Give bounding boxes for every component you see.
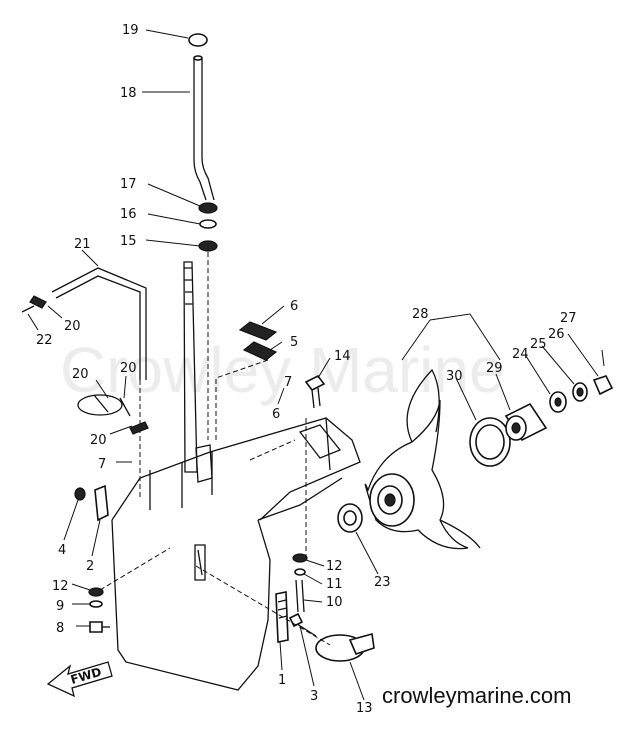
prop-nut-hardware	[549, 349, 614, 413]
callout-label: 29	[486, 361, 503, 376]
fwd-arrow-icon: FWD	[46, 661, 113, 698]
thrust-washer	[337, 503, 363, 533]
trim-tab-assembly	[195, 418, 375, 662]
callout-leaders	[27, 29, 599, 701]
callout-label: 6	[290, 299, 298, 314]
speedometer-tube	[51, 267, 147, 500]
callout-label: 6	[272, 407, 280, 422]
callout-label: 25	[530, 337, 547, 352]
callout-label: 16	[120, 207, 137, 222]
callout-label: 19	[122, 23, 139, 38]
callout-label: 14	[334, 349, 351, 364]
callout-label: 22	[36, 333, 53, 348]
lower-unit-housing	[111, 417, 361, 691]
callout-label: 12	[52, 579, 69, 594]
spacer-ring	[469, 417, 511, 467]
callout-label: 15	[120, 234, 137, 249]
callout-label: 7	[284, 375, 292, 390]
callout-label: 3	[310, 689, 318, 704]
callout-label: 20	[120, 361, 137, 376]
callout-label: 8	[56, 621, 64, 636]
callout-label: 9	[56, 599, 64, 614]
callout-label: 27	[560, 311, 577, 326]
callout-label: 30	[446, 369, 463, 384]
callout-label: 4	[58, 543, 66, 558]
drive-shaft	[183, 261, 213, 483]
callout-label: 2	[86, 559, 94, 574]
callout-label: 18	[120, 86, 137, 101]
thrust-hub	[504, 402, 548, 442]
callout-label: 13	[356, 701, 373, 716]
water-tube	[188, 33, 218, 440]
website-label: crowleymarine.com	[382, 683, 572, 708]
callout-label: 21	[74, 237, 91, 252]
callout-labels: 19 18 17 16 15 21 20 22 6 5 14 7 6 20 20…	[36, 23, 577, 716]
callout-label: 28	[412, 307, 429, 322]
callout-label: 20	[90, 433, 107, 448]
callout-label: 23	[374, 575, 391, 590]
callout-label: 20	[72, 367, 89, 382]
callout-label: 10	[326, 595, 343, 610]
propeller	[364, 368, 481, 550]
callout-label: 11	[326, 577, 343, 592]
anode-pieces	[215, 321, 278, 440]
callout-label: 26	[548, 327, 565, 342]
callout-label: 5	[290, 335, 298, 350]
small-hardware	[21, 295, 171, 633]
callout-label: 20	[64, 319, 81, 334]
callout-label: 7	[98, 457, 106, 472]
trim-tab-bolt	[304, 374, 326, 409]
callout-label: 1	[278, 673, 286, 688]
callout-label: 24	[512, 347, 529, 362]
callout-label: 17	[120, 177, 137, 192]
callout-label: 12	[326, 559, 343, 574]
